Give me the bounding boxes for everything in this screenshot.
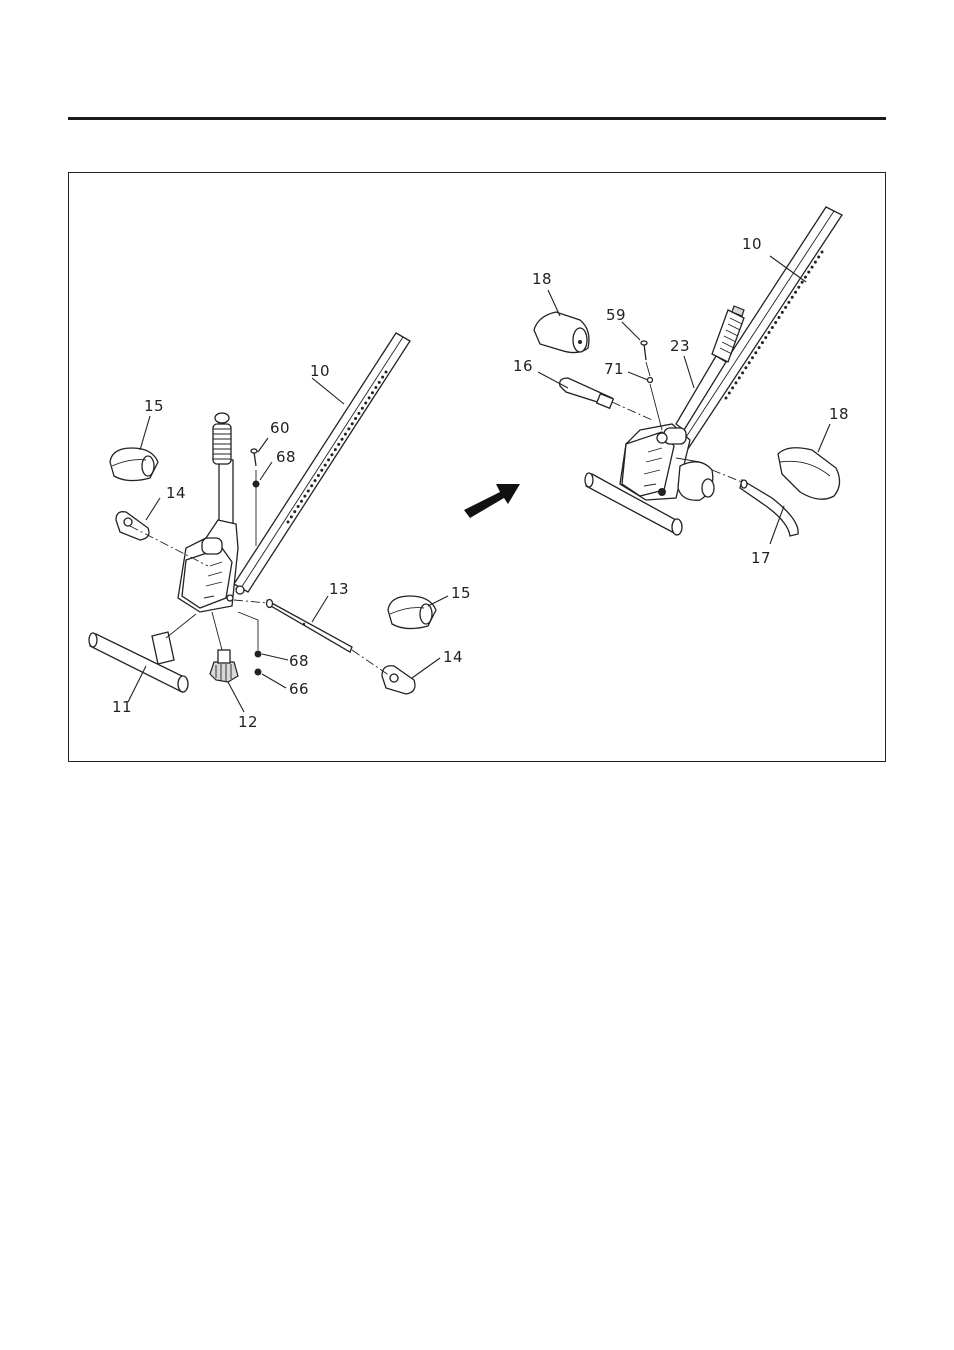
adjustment-hole xyxy=(741,371,744,374)
part-15-pad-right xyxy=(388,596,436,629)
label-part-68: 68 xyxy=(276,448,296,466)
part-18-pad-lower xyxy=(778,448,840,499)
adjustment-hole xyxy=(731,386,734,389)
adjustment-hole xyxy=(307,489,310,492)
adjustment-hole xyxy=(791,296,794,299)
adjustment-hole xyxy=(774,321,777,324)
adjustment-hole xyxy=(371,391,374,394)
adjustment-hole xyxy=(287,521,290,524)
adjustment-hole xyxy=(734,381,737,384)
part-14-bracket-left xyxy=(116,512,149,540)
right-hardware xyxy=(641,341,653,383)
adjustment-hole xyxy=(784,306,787,309)
adjustment-hole xyxy=(327,458,330,461)
adjustment-hole xyxy=(300,500,303,503)
adjustment-hole xyxy=(354,417,357,420)
adjustment-hole xyxy=(293,510,296,513)
part-15-pad-left xyxy=(110,448,158,481)
adjustment-hole xyxy=(807,271,810,274)
adjustment-hole xyxy=(347,427,350,430)
adjustment-hole xyxy=(330,453,333,456)
adjustment-handle xyxy=(213,413,233,530)
adjustment-hole xyxy=(811,266,814,269)
part-16-bar xyxy=(560,378,614,408)
adjustment-hole xyxy=(368,396,371,399)
label-part-12: 12 xyxy=(238,713,258,731)
adjustment-hole xyxy=(334,448,337,451)
adjustment-hole xyxy=(290,515,293,518)
label-part-14-right: 14 xyxy=(443,648,463,666)
adjustment-hole xyxy=(801,281,804,284)
adjustment-hole xyxy=(351,422,354,425)
part-11-base-foot xyxy=(89,632,188,692)
label-part-13: 13 xyxy=(329,580,349,598)
adjustment-hole xyxy=(781,311,784,314)
label-part-68-lower: 68 xyxy=(289,652,309,670)
adjustment-hole xyxy=(764,336,767,339)
adjustment-hole xyxy=(748,361,751,364)
label-part-15: 15 xyxy=(144,397,164,415)
part-13-axle xyxy=(267,600,353,653)
adjustment-hole xyxy=(317,474,320,477)
label-part-16: 16 xyxy=(513,357,533,375)
adjustment-hole xyxy=(787,301,790,304)
adjustment-hole xyxy=(744,366,747,369)
adjustment-hole xyxy=(797,286,800,289)
adjustment-hole xyxy=(374,386,377,389)
adjustment-hole xyxy=(738,376,741,379)
adjustment-hole xyxy=(821,251,824,254)
left-assembly: 10 15 60 68 14 13 15 68 14 66 11 12 xyxy=(89,333,471,731)
adjustment-hole xyxy=(771,326,774,329)
adjustment-hole xyxy=(768,331,771,334)
adjustment-hole xyxy=(754,351,757,354)
label-part-66: 66 xyxy=(289,680,309,698)
adjustment-hole xyxy=(385,371,388,374)
label-part-10: 10 xyxy=(310,362,330,380)
adjustment-hole xyxy=(320,469,323,472)
part-14-bracket-right xyxy=(382,666,415,694)
adjustment-hole xyxy=(817,256,820,259)
adjustment-hole xyxy=(364,402,367,405)
adjustment-hole xyxy=(310,484,313,487)
adjustment-hole xyxy=(751,356,754,359)
adjustment-hole xyxy=(341,438,344,441)
label-part-18-right: 18 xyxy=(829,405,849,423)
adjustment-hole xyxy=(297,505,300,508)
adjustment-hole xyxy=(804,276,807,279)
part-17-bar xyxy=(740,480,798,536)
label-part-17: 17 xyxy=(751,549,771,567)
label-part-59: 59 xyxy=(606,306,626,324)
adjustment-hole xyxy=(728,391,731,394)
label-part-23: 23 xyxy=(670,337,690,355)
label-part-10-right: 10 xyxy=(742,235,762,253)
label-part-71: 71 xyxy=(604,360,624,378)
main-bracket xyxy=(178,520,244,612)
adjustment-hole xyxy=(761,341,764,344)
label-part-18: 18 xyxy=(532,270,552,288)
adjustment-hole xyxy=(381,376,384,379)
label-part-60: 60 xyxy=(270,419,290,437)
adjustment-hole xyxy=(378,381,381,384)
adjustment-hole xyxy=(758,346,761,349)
assembly-arrow-icon xyxy=(464,484,520,518)
adjustment-hole xyxy=(794,291,797,294)
adjustment-hole xyxy=(814,261,817,264)
adjustment-hole xyxy=(361,407,364,410)
part-18-pad-upper xyxy=(534,312,589,353)
adjustment-hole xyxy=(324,464,327,467)
right-assembly: 10 18 59 23 16 71 18 17 xyxy=(513,207,849,567)
part-12-knob xyxy=(210,650,238,682)
adjustment-hole xyxy=(725,397,728,400)
label-part-15-right: 15 xyxy=(451,584,471,602)
label-part-14: 14 xyxy=(166,484,186,502)
label-part-11: 11 xyxy=(112,698,132,716)
adjustment-hole xyxy=(303,495,306,498)
adjustment-hole xyxy=(314,479,317,482)
adjustment-hole xyxy=(337,443,340,446)
adjustment-hole xyxy=(344,433,347,436)
adjustment-hole xyxy=(357,412,360,415)
adjustment-hole xyxy=(777,316,780,319)
